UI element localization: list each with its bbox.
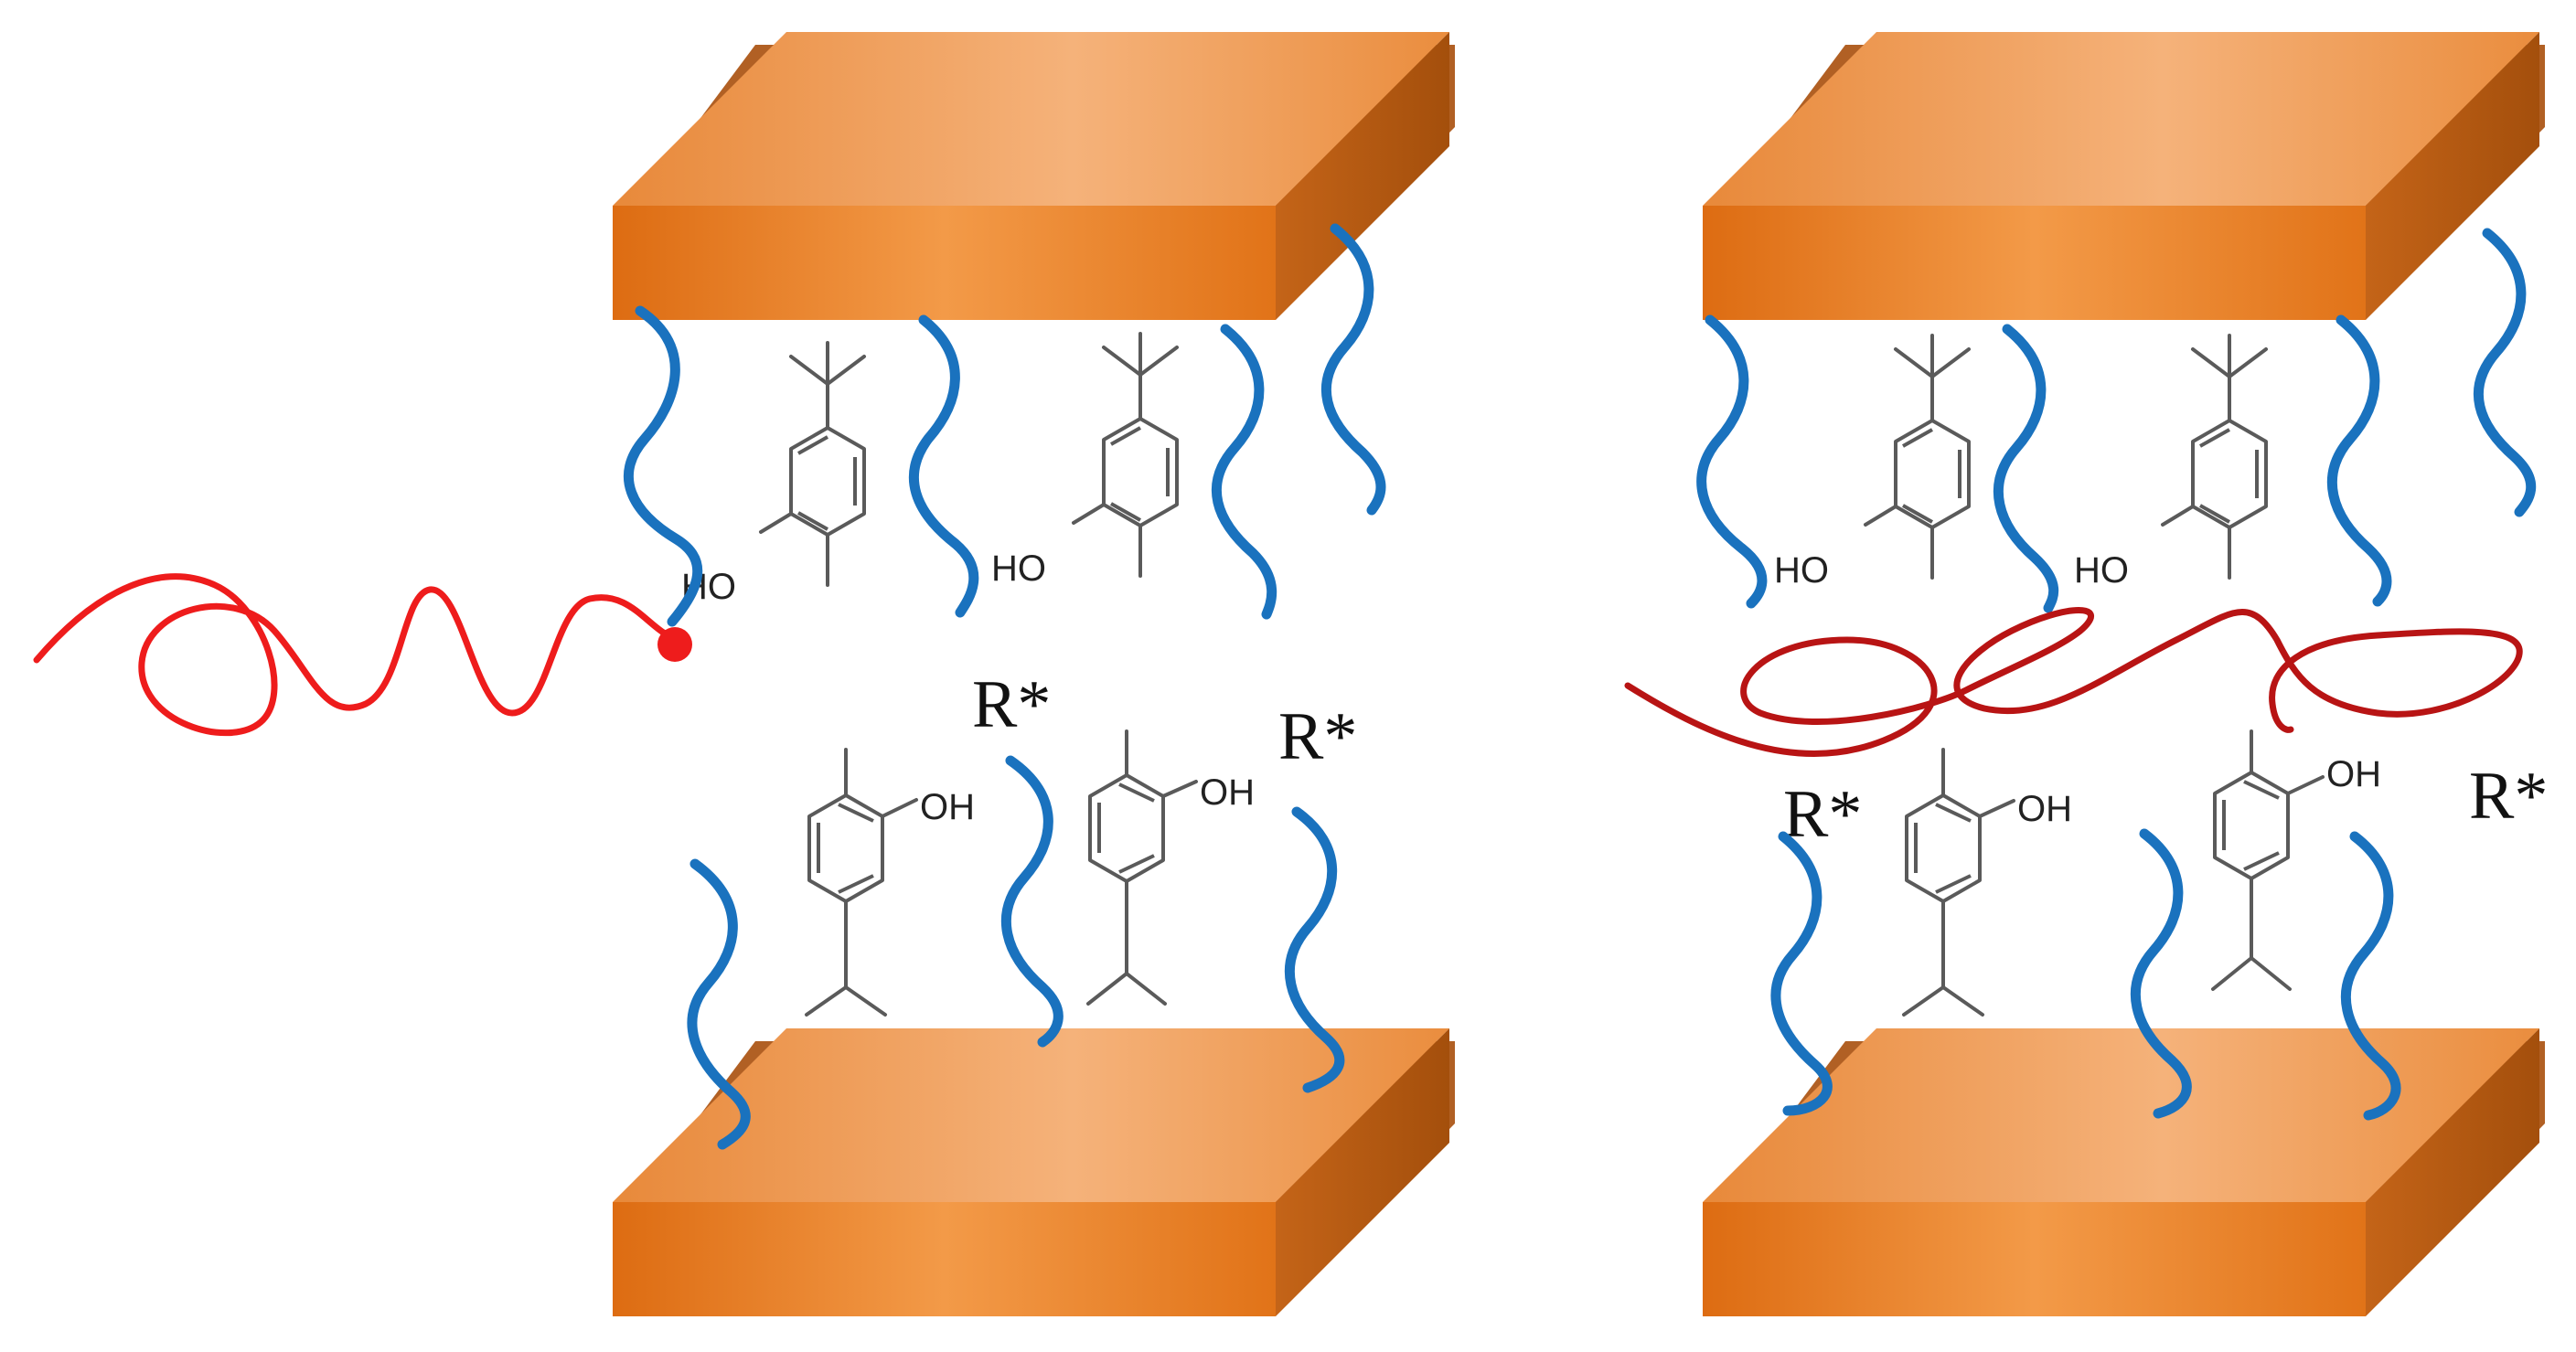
hydroxyl-label: OH [1200, 772, 1255, 813]
hydroxyl-label: HO [2074, 550, 2129, 591]
polymer-chain-free [33, 573, 692, 737]
polymer-chain-intercalated [1624, 607, 2523, 757]
thymol-molecule: OH [1902, 748, 2072, 1017]
surfactant-chains-upper-right [1696, 228, 2537, 613]
surfactant-chain [1696, 314, 1768, 609]
surfactant-chain [1770, 831, 1833, 1116]
thymol-molecule: HO [1774, 334, 1971, 591]
surfactant-chains-lower-left [687, 755, 1345, 1150]
radical-label: R* [1783, 777, 1862, 852]
hydroxyl-label: OH [2326, 754, 2381, 794]
thymol-molecule: OH [805, 748, 975, 1017]
surfactant-chain [1284, 806, 1345, 1093]
thymol-molecule: OH [2211, 729, 2381, 991]
polymer-coil [33, 573, 679, 737]
radical-label: R* [2469, 759, 2548, 834]
surfactant-chain [624, 305, 703, 627]
thymol-molecule: HO [2074, 334, 2268, 591]
thymol-molecule: HO [681, 341, 866, 607]
hydroxyl-label: HO [991, 548, 1046, 589]
surfactant-chain [1000, 755, 1064, 1048]
hydroxyl-label: OH [920, 787, 975, 827]
hydroxyl-label: HO [1774, 550, 1829, 591]
radical-dot-icon [657, 627, 692, 662]
surfactant-chain [909, 314, 979, 618]
surfactant-chains-upper-left [624, 223, 1386, 627]
surfactant-chain [2340, 831, 2401, 1121]
surfactant-chains-lower-right [1770, 828, 2401, 1121]
thymol-molecule: HO [991, 332, 1179, 589]
radical-label: R* [972, 667, 1051, 742]
surfactant-chain [1211, 324, 1277, 620]
surfactant-chain [1993, 324, 2059, 613]
right-assembly: HO HO R* R* OH [1624, 32, 2548, 1316]
surfactant-chain [687, 858, 751, 1150]
clay-platelet-top-right [1703, 32, 2545, 320]
surfactant-chain [2473, 228, 2537, 517]
surfactant-chain [2326, 314, 2392, 607]
clay-platelet-top-left [613, 32, 1455, 320]
thymol-molecule: OH [1086, 729, 1255, 1006]
surfactant-chain [2130, 828, 2192, 1119]
radical-label: R* [1278, 699, 1357, 774]
clay-platelet-bottom-right [1703, 1028, 2545, 1316]
left-assembly: HO HO R* R* [33, 32, 1455, 1316]
hydroxyl-label: OH [2017, 789, 2072, 829]
surfactant-chain [1320, 223, 1386, 516]
